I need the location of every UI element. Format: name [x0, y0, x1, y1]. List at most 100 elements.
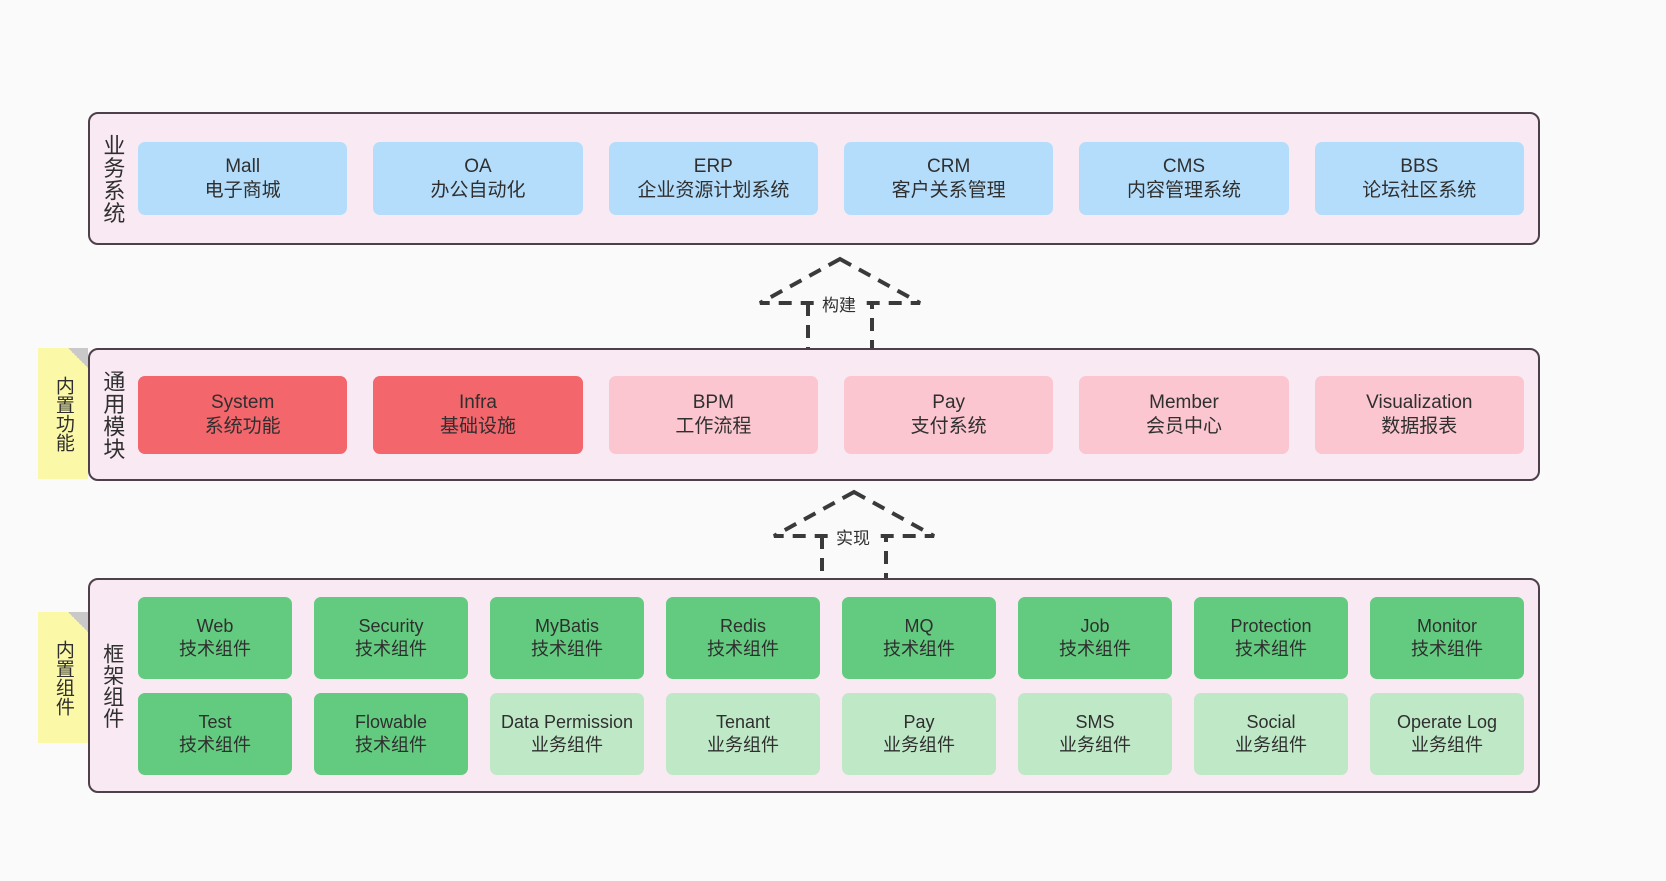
card-web[interactable]: Web 技术组件 [138, 596, 292, 679]
layer-panel-module: 通用模块 System 系统功能 Infra 基础设施 BPM 工作流程 Pay… [88, 348, 1540, 481]
card-security[interactable]: Security 技术组件 [314, 596, 468, 679]
card-member[interactable]: Member 会员中心 [1079, 375, 1289, 454]
card-subtitle: 业务组件 [1059, 734, 1131, 755]
generalization-arrow-icon [773, 489, 935, 586]
card-sms[interactable]: SMS 业务组件 [1018, 692, 1172, 775]
card-subtitle: 技术组件 [355, 734, 427, 755]
card-title: Job [1080, 615, 1110, 636]
card-subtitle: 业务组件 [1235, 734, 1307, 755]
folded-corner-icon [68, 348, 88, 368]
card-social[interactable]: Social 业务组件 [1194, 692, 1348, 775]
folded-corner-icon [68, 612, 88, 632]
card-subtitle: 办公自动化 [430, 179, 526, 201]
layer-panel-business: 业务系统 Mall 电子商城 OA 办公自动化 ERP 企业资源计划系统 CRM… [88, 112, 1540, 245]
cards-area-business: Mall 电子商城 OA 办公自动化 ERP 企业资源计划系统 CRM 客户关系… [134, 114, 1538, 243]
card-row: System 系统功能 Infra 基础设施 BPM 工作流程 Pay 支付系统… [138, 375, 1524, 454]
card-data-permission[interactable]: Data Permission 业务组件 [490, 692, 644, 775]
card-title: System [210, 391, 275, 413]
connector-label-implement: 实现 [834, 524, 872, 549]
card-infra[interactable]: Infra 基础设施 [373, 375, 583, 454]
card-monitor[interactable]: Monitor 技术组件 [1370, 596, 1524, 679]
card-oa[interactable]: OA 办公自动化 [373, 142, 583, 215]
card-subtitle: 业务组件 [531, 734, 603, 755]
layer-panel-framework: 框架组件 Web 技术组件 Security 技术组件 MyBatis 技术组件… [88, 578, 1540, 793]
card-subtitle: 技术组件 [1059, 638, 1131, 659]
card-row: Test 技术组件 Flowable 技术组件 Data Permission … [138, 692, 1524, 775]
card-title: Visualization [1366, 391, 1473, 413]
card-bbs[interactable]: BBS 论坛社区系统 [1314, 142, 1524, 215]
card-subtitle: 技术组件 [1235, 638, 1307, 659]
card-title: CMS [1162, 155, 1206, 177]
card-title: OA [464, 155, 492, 177]
card-title: Member [1149, 391, 1219, 413]
card-title: Mall [225, 155, 261, 177]
card-title: BPM [692, 391, 734, 413]
sticky-note-builtin-components: 内置组件 [38, 612, 88, 743]
card-subtitle: 技术组件 [707, 638, 779, 659]
card-row: Mall 电子商城 OA 办公自动化 ERP 企业资源计划系统 CRM 客户关系… [138, 142, 1524, 215]
sticky-note-label: 内置功能 [52, 375, 74, 452]
card-flowable[interactable]: Flowable 技术组件 [314, 692, 468, 775]
card-title: MyBatis [534, 615, 599, 636]
card-redis[interactable]: Redis 技术组件 [666, 596, 820, 679]
card-title: BBS [1400, 155, 1439, 177]
card-subtitle: 论坛社区系统 [1362, 179, 1477, 201]
card-subtitle: 技术组件 [179, 638, 251, 659]
card-title: Pay [932, 391, 966, 413]
card-visualization[interactable]: Visualization 数据报表 [1314, 375, 1524, 454]
card-title: Social [1246, 711, 1296, 732]
card-subtitle: 会员中心 [1145, 415, 1222, 437]
generalization-arrow-icon [759, 256, 921, 353]
sticky-note-builtin-features: 内置功能 [38, 348, 88, 479]
card-subtitle: 企业资源计划系统 [637, 179, 790, 201]
card-subtitle: 工作流程 [675, 415, 752, 437]
card-job[interactable]: Job 技术组件 [1018, 596, 1172, 679]
card-title: Tenant [715, 711, 771, 732]
sticky-note-label: 内置组件 [52, 639, 74, 716]
connector-label-build: 构建 [820, 291, 858, 316]
card-title: Monitor [1416, 615, 1478, 636]
card-pay-module[interactable]: Pay 支付系统 [843, 375, 1054, 454]
cards-area-framework: Web 技术组件 Security 技术组件 MyBatis 技术组件 Redi… [134, 580, 1538, 791]
card-subtitle: 业务组件 [707, 734, 779, 755]
card-title: Operate Log [1396, 711, 1498, 732]
card-title: Data Permission [500, 711, 634, 732]
card-subtitle: 客户关系管理 [891, 179, 1006, 201]
card-crm[interactable]: CRM 客户关系管理 [843, 142, 1054, 215]
layer-label-framework: 框架组件 [100, 642, 124, 729]
card-title: Flowable [354, 711, 428, 732]
connector-build: 构建 [752, 255, 932, 355]
card-operate-log[interactable]: Operate Log 业务组件 [1370, 692, 1524, 775]
card-pay-component[interactable]: Pay 业务组件 [842, 692, 996, 775]
card-subtitle: 内容管理系统 [1126, 179, 1241, 201]
card-subtitle: 数据报表 [1381, 415, 1458, 437]
card-subtitle: 支付系统 [910, 415, 987, 437]
card-subtitle: 技术组件 [531, 638, 603, 659]
card-mall[interactable]: Mall 电子商城 [138, 142, 348, 215]
card-bpm[interactable]: BPM 工作流程 [608, 375, 818, 454]
card-row: Web 技术组件 Security 技术组件 MyBatis 技术组件 Redi… [138, 596, 1524, 679]
card-system[interactable]: System 系统功能 [138, 375, 348, 454]
card-protection[interactable]: Protection 技术组件 [1194, 596, 1348, 679]
card-title: Web [196, 615, 234, 636]
card-subtitle: 业务组件 [1411, 734, 1483, 755]
card-test[interactable]: Test 技术组件 [138, 692, 292, 775]
cards-area-module: System 系统功能 Infra 基础设施 BPM 工作流程 Pay 支付系统… [134, 350, 1538, 479]
card-title: MQ [904, 615, 934, 636]
card-cms[interactable]: CMS 内容管理系统 [1079, 142, 1289, 215]
card-erp[interactable]: ERP 企业资源计划系统 [608, 142, 818, 215]
card-subtitle: 业务组件 [883, 734, 955, 755]
card-mq[interactable]: MQ 技术组件 [842, 596, 996, 679]
layer-label-business: 业务系统 [100, 133, 126, 224]
card-subtitle: 技术组件 [355, 638, 427, 659]
card-subtitle: 电子商城 [204, 179, 281, 201]
card-subtitle: 基础设施 [439, 415, 516, 437]
card-title: Test [198, 711, 232, 732]
card-subtitle: 技术组件 [883, 638, 955, 659]
card-mybatis[interactable]: MyBatis 技术组件 [490, 596, 644, 679]
card-title: Infra [458, 391, 497, 413]
card-title: ERP [693, 155, 733, 177]
card-tenant[interactable]: Tenant 业务组件 [666, 692, 820, 775]
card-subtitle: 系统功能 [204, 415, 281, 437]
